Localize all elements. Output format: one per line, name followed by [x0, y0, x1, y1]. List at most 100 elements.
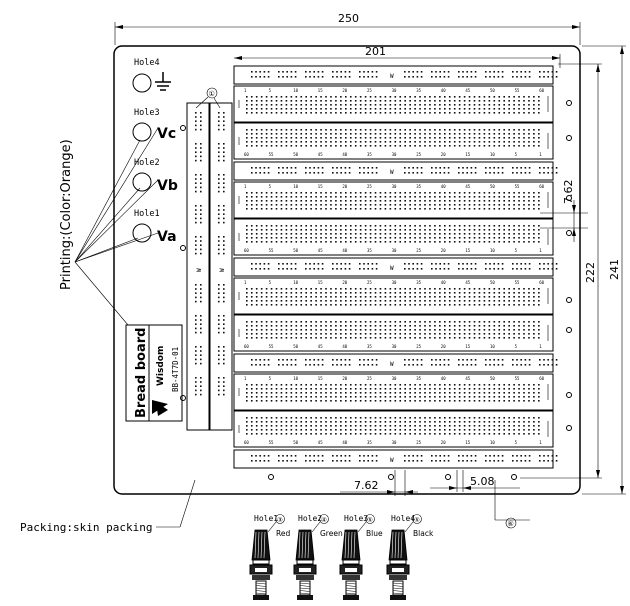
terminal-hole [523, 237, 525, 239]
power-strip-hole [367, 76, 369, 78]
terminal-hole [538, 321, 540, 323]
terminal-hole [429, 296, 431, 298]
terminal-hole [533, 208, 535, 210]
mount-hole-right [566, 327, 572, 333]
terminal-hole [498, 108, 501, 110]
column-number: 25 [367, 376, 372, 381]
terminal-hole [518, 129, 520, 131]
terminal-hole [275, 337, 278, 339]
terminal-hole [384, 388, 387, 390]
terminal-hole [354, 329, 357, 331]
terminal-hole [468, 192, 471, 194]
terminal-hole [483, 421, 486, 423]
mount-hole-right [566, 100, 572, 106]
terminal-hole [389, 200, 392, 202]
terminal-hole [493, 241, 496, 243]
terminal-hole [250, 392, 253, 394]
terminal-hole [488, 100, 491, 102]
power-strip-hole [317, 359, 320, 361]
power-strip-hole [555, 359, 558, 361]
terminal-hole [518, 433, 520, 435]
terminal-hole [374, 237, 377, 239]
terminal-hole [345, 141, 347, 143]
terminal-hole [364, 208, 367, 210]
terminal-hole [325, 329, 327, 331]
terminal-hole [404, 292, 406, 294]
terminal-hole [473, 288, 476, 290]
terminal-hole [354, 112, 357, 114]
column-number: 60 [244, 344, 249, 349]
terminal-hole [394, 112, 397, 114]
terminal-hole [448, 137, 451, 139]
terminal-hole [305, 104, 307, 106]
terminal-hole [300, 200, 303, 202]
terminal-hole [424, 100, 426, 102]
terminal-hole [369, 237, 372, 239]
logo-model: BB-4T7D-01 [171, 347, 180, 392]
terminal-hole [518, 421, 520, 423]
power-strip-hole [474, 359, 477, 361]
post-color-label: Red [276, 529, 290, 538]
terminal-hole [483, 417, 486, 419]
terminal-hole [295, 237, 298, 239]
terminal-hole [305, 337, 307, 339]
power-strip-hole [528, 364, 531, 366]
terminal-hole [523, 337, 525, 339]
terminal-hole [414, 304, 416, 306]
terminal-hole [250, 196, 253, 198]
terminal-hole [325, 417, 327, 419]
terminal-hole [453, 208, 456, 210]
power-strip-hole [408, 172, 410, 174]
power-strip-hole [336, 71, 338, 73]
terminal-hole [369, 292, 372, 294]
terminal-hole [389, 96, 392, 98]
terminal-hole [409, 392, 411, 394]
terminal-hole [285, 208, 288, 210]
column-number: 1 [539, 344, 542, 349]
power-strip-hole [524, 76, 527, 78]
terminal-hole [399, 292, 402, 294]
terminal-hole [275, 429, 278, 431]
power-strip-hole [263, 455, 266, 457]
terminal-hole [523, 145, 525, 147]
terminal-hole [285, 204, 288, 206]
terminal-hole [503, 400, 505, 402]
terminal-hole [414, 145, 416, 147]
mount-hole-right [566, 425, 572, 431]
terminal-hole [300, 296, 303, 298]
terminal-hole [260, 325, 263, 327]
terminal-hole [384, 233, 387, 235]
power-strip-hole [282, 460, 284, 462]
terminal-hole [364, 425, 367, 427]
dim-overall-width: 250 [114, 12, 581, 45]
terminal-hole [409, 196, 411, 198]
terminal-hole [345, 192, 347, 194]
bus-hole [200, 389, 202, 392]
terminal-hole [409, 129, 411, 131]
terminal-hole [463, 200, 466, 202]
terminal-hole [468, 325, 471, 327]
terminal-hole [448, 425, 451, 427]
power-strip-hole [474, 71, 477, 73]
terminal-hole [424, 204, 426, 206]
terminal-hole [478, 337, 481, 339]
terminal-hole [468, 229, 471, 231]
terminal-hole [379, 329, 382, 331]
terminal-hole [468, 392, 471, 394]
terminal-hole [359, 433, 362, 435]
terminal-hole [246, 137, 248, 139]
power-strip-hole [412, 364, 414, 366]
terminal-hole [439, 304, 441, 306]
column-number: 45 [465, 184, 470, 189]
terminal-hole [270, 425, 273, 427]
terminal-hole [369, 429, 372, 431]
terminal-hole [345, 392, 347, 394]
terminal-hole [498, 417, 501, 419]
terminal-hole [414, 196, 416, 198]
power-strip-hole [555, 71, 558, 73]
terminal-hole [345, 300, 347, 302]
terminal-hole [463, 321, 466, 323]
terminal-hole [354, 333, 357, 335]
